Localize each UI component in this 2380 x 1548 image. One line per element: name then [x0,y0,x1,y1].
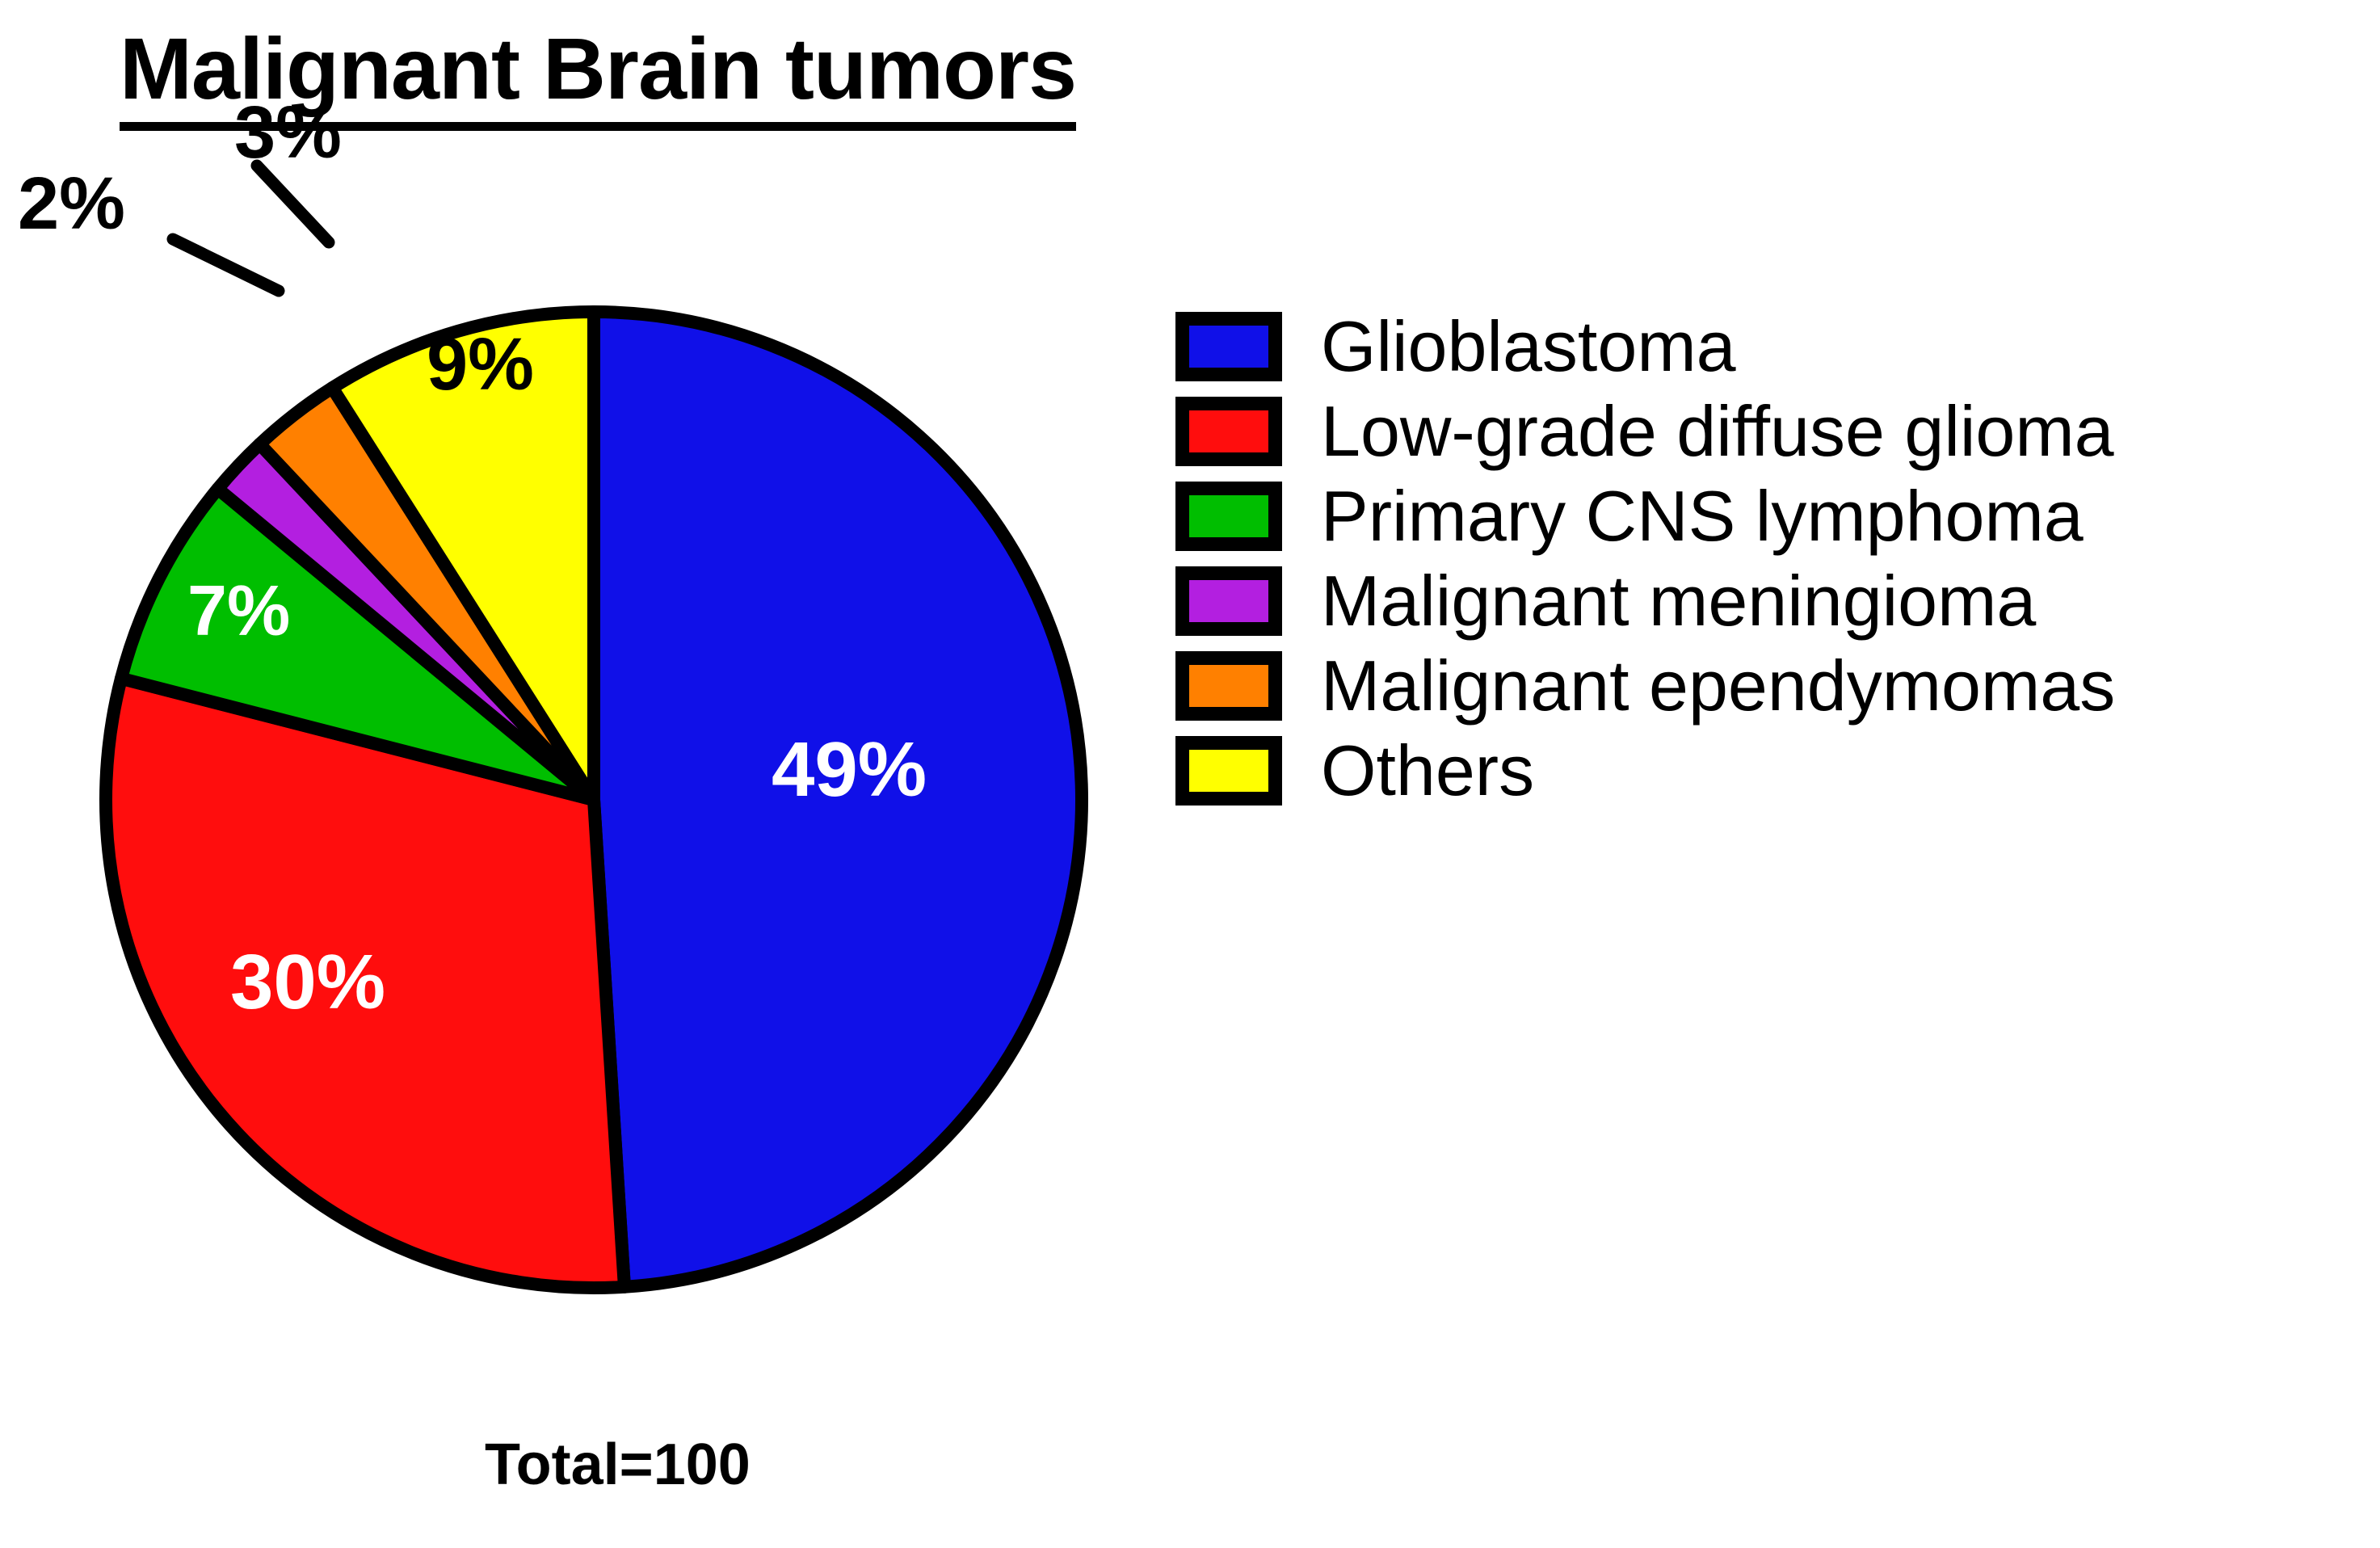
slice-value-others: 9% [427,323,534,406]
page-title: Malignant Brain tumors [0,18,1196,132]
pie-slice-low-grade-diffuse-glioma[interactable] [99,671,631,1294]
slice-value-primary-cns-lymphoma: 7% [187,570,291,650]
legend-swatch-icon [1175,311,1282,381]
pie-slice-group [99,305,1088,1294]
legend-swatch-icon [1175,650,1282,721]
legend-item-malignant-ependymomas[interactable]: Malignant ependymomas [1175,643,2379,728]
slice-value-malignant-ependymomas: 3% [234,91,342,174]
legend-label: Low-grade diffuse glioma [1321,390,2114,471]
legend-item-malignant-meningioma[interactable]: Malignant meningioma [1175,558,2379,643]
pie-callout-leader-lines [166,159,335,297]
legend-item-primary-cns-lymphoma[interactable]: Primary CNS lymphoma [1175,473,2379,558]
legend-item-others[interactable]: Others [1175,728,2379,813]
slice-value-low-grade-diffuse-glioma: 30% [230,939,386,1025]
total-caption: Total=100 [485,1432,751,1497]
legend-label: Malignant meningioma [1321,560,2037,641]
legend-swatch-icon [1175,566,1282,636]
legend-swatch-icon [1175,481,1282,551]
legend-item-low-grade-diffuse-glioma[interactable]: Low-grade diffuse glioma [1175,389,2379,473]
legend-label: Others [1321,730,1535,810]
leader-line-malignant-meningioma [166,233,285,297]
pie-slice-primary-cns-lymphoma[interactable] [114,482,600,806]
page-title-text: Malignant Brain tumors [119,19,1077,132]
legend-swatch-icon [1175,735,1282,806]
pie-chart: 49% 30% 7% 2% 3% 9% Total=100 [0,0,1179,1548]
slice-value-glioblastoma: 49% [772,726,927,813]
legend-label: Primary CNS lymphoma [1321,475,2084,556]
pie-slice-glioblastoma[interactable] [587,305,1088,1294]
slice-value-malignant-meningioma: 2% [18,162,125,245]
leader-line-malignant-ependymomas [250,159,335,249]
legend-label: Glioblastoma [1321,305,1736,386]
legend-swatch-icon [1175,396,1282,466]
pie-chart-svg [99,159,1088,1294]
pie-slice-others[interactable] [326,305,600,806]
legend-label: Malignant ependymomas [1321,645,2116,726]
legend-item-glioblastoma[interactable]: Glioblastoma [1175,304,2379,389]
